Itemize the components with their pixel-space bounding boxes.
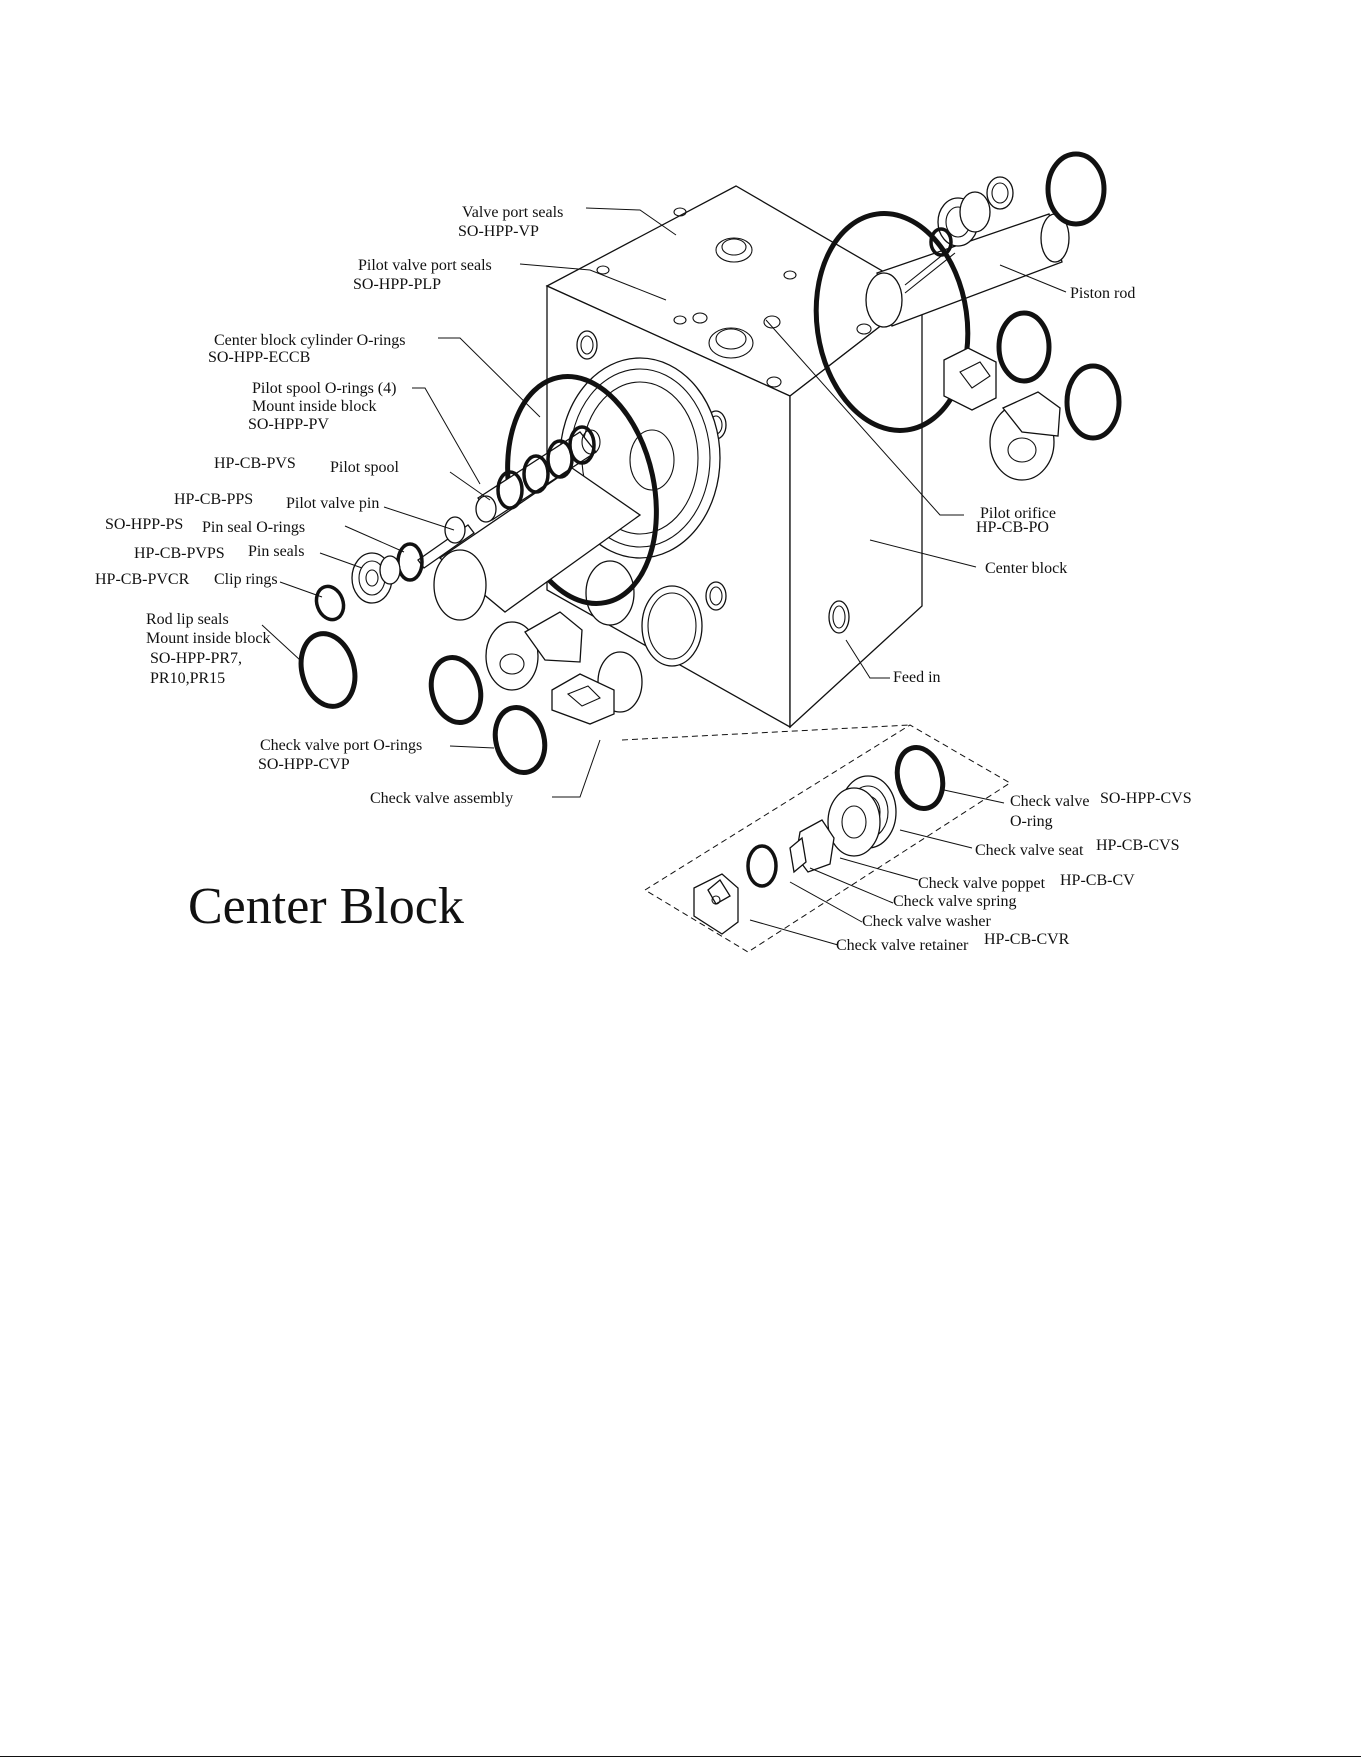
piston-rod-assembly xyxy=(865,176,1070,328)
label-center-block-cylinder-orings: Center block cylinder O-rings xyxy=(214,332,406,349)
label-check-valve-spring: Check valve spring xyxy=(893,893,1017,910)
label-rod-lip-seals: Rod lip seals xyxy=(146,611,229,628)
diagram-title: Center Block xyxy=(188,878,464,935)
label-hp-cb-pvs: HP-CB-PVS xyxy=(214,455,296,472)
label-hp-cb-po: HP-CB-PO xyxy=(976,519,1049,536)
label-piston-rod: Piston rod xyxy=(1070,285,1135,302)
label-check-valve-port-orings: Check valve port O-rings xyxy=(260,737,422,754)
label-hp-cb-pps: HP-CB-PPS xyxy=(174,491,253,508)
label-clip-rings: Clip rings xyxy=(214,571,278,588)
label-pin-seals: Pin seals xyxy=(248,543,304,560)
label-so-hpp-eccb: SO-HPP-ECCB xyxy=(208,349,310,366)
label-so-hpp-plp: SO-HPP-PLP xyxy=(353,276,441,293)
label-hp-cb-pvcr: HP-CB-PVCR xyxy=(95,571,190,588)
label-pilot-spool-orings: Pilot spool O-rings (4) xyxy=(252,380,396,397)
label-check-valve-assembly: Check valve assembly xyxy=(370,790,513,807)
label-check-valve-retainer: Check valve retainer xyxy=(836,937,969,954)
leader-lines xyxy=(261,207,1067,946)
label-check-valve-washer: Check valve washer xyxy=(862,913,992,930)
pin-seal xyxy=(351,552,401,604)
oring-right-2 xyxy=(996,310,1052,384)
cylinder-oring-right xyxy=(813,211,971,433)
label-pilot-valve-pin: Pilot valve pin xyxy=(286,495,379,512)
label-so-hpp-cvs: SO-HPP-CVS xyxy=(1100,790,1192,807)
pilot-valve-pin xyxy=(417,516,475,569)
left-piston-rod xyxy=(433,467,642,621)
oring-right-3 xyxy=(1064,363,1122,441)
oring-right-1 xyxy=(1045,151,1107,227)
label-check-valve: Check valve xyxy=(1010,793,1090,810)
center-block-body xyxy=(545,185,924,729)
label-check-valve-poppet: Check valve poppet xyxy=(918,875,1046,892)
page-bottom-rule xyxy=(0,1756,1361,1757)
check-valve-port-oring-1 xyxy=(428,655,484,725)
labels: Valve port seals SO-HPP-VP Pilot valve p… xyxy=(95,204,1192,954)
right-check-valve-parts xyxy=(943,347,1061,481)
label-so-hpp-pr7: SO-HPP-PR7, xyxy=(150,650,242,667)
label-pilot-spool: Pilot spool xyxy=(330,459,399,476)
pilot-spool-oring-3 xyxy=(546,439,574,479)
check-valve-detail-parts xyxy=(693,745,946,935)
label-so-hpp-cvp: SO-HPP-CVP xyxy=(258,756,350,773)
label-feed-in: Feed in xyxy=(893,669,941,686)
pilot-spool xyxy=(475,429,601,523)
label-valve-port-seals: Valve port seals xyxy=(462,204,563,221)
label-hp-cb-pvps: HP-CB-PVPS xyxy=(134,545,225,562)
pilot-spool-oring-4 xyxy=(568,425,596,465)
clip-ring xyxy=(314,584,346,622)
pilot-spool-oring-2 xyxy=(522,454,550,494)
label-oring: O-ring xyxy=(1010,813,1053,830)
check-valve-assembly-left xyxy=(485,611,643,725)
pin-seal-oring xyxy=(396,542,424,582)
label-hp-cb-cvs: HP-CB-CVS xyxy=(1096,837,1180,854)
label-pilot-orifice: Pilot orifice xyxy=(980,505,1056,522)
label-so-hpp-pv: SO-HPP-PV xyxy=(248,416,329,433)
rod-lip-seal xyxy=(298,631,358,709)
label-hp-cb-cvr: HP-CB-CVR xyxy=(984,931,1070,948)
label-pr10-pr15: PR10,PR15 xyxy=(150,670,225,687)
label-so-hpp-vp: SO-HPP-VP xyxy=(458,223,539,240)
label-mount-inside-block-2: Mount inside block xyxy=(146,630,270,647)
label-check-valve-seat: Check valve seat xyxy=(975,842,1084,859)
label-hp-cb-cv: HP-CB-CV xyxy=(1060,872,1135,889)
pilot-spool-oring-1 xyxy=(496,470,524,510)
label-so-hpp-ps: SO-HPP-PS xyxy=(105,516,183,533)
label-mount-inside-block-1: Mount inside block xyxy=(252,398,376,415)
label-pilot-valve-port-seals: Pilot valve port seals xyxy=(358,257,492,274)
label-pin-seal-orings: Pin seal O-rings xyxy=(202,519,305,536)
check-valve-port-oring-2 xyxy=(492,705,548,775)
detail-callout-line xyxy=(621,724,911,741)
label-center-block: Center block xyxy=(985,560,1067,577)
